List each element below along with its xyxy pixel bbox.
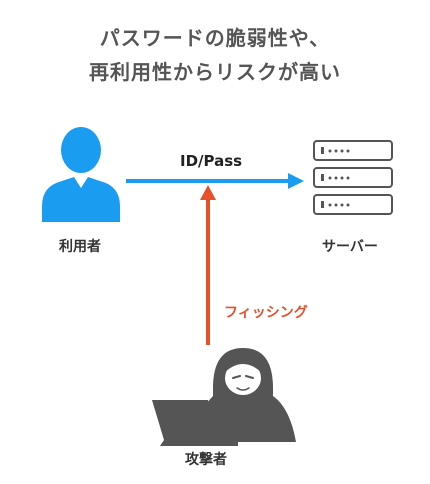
credentials-label: ID/Pass: [180, 152, 243, 170]
user-label: 利用者: [59, 239, 101, 255]
hacker-laptop-icon: [152, 348, 296, 446]
user-icon: [42, 127, 120, 222]
phishing-arrow: [200, 185, 216, 345]
phishing-label: フィッシング: [224, 305, 308, 321]
page-title-line-2: 再利用性からリスクが高い: [89, 60, 341, 84]
page-title-line-1: パスワードの脆弱性や、: [99, 26, 331, 50]
server-label: サーバー: [322, 239, 378, 255]
server-icon: [313, 140, 393, 215]
credentials-arrow: [126, 173, 304, 189]
attacker-label: 攻撃者: [185, 452, 227, 468]
